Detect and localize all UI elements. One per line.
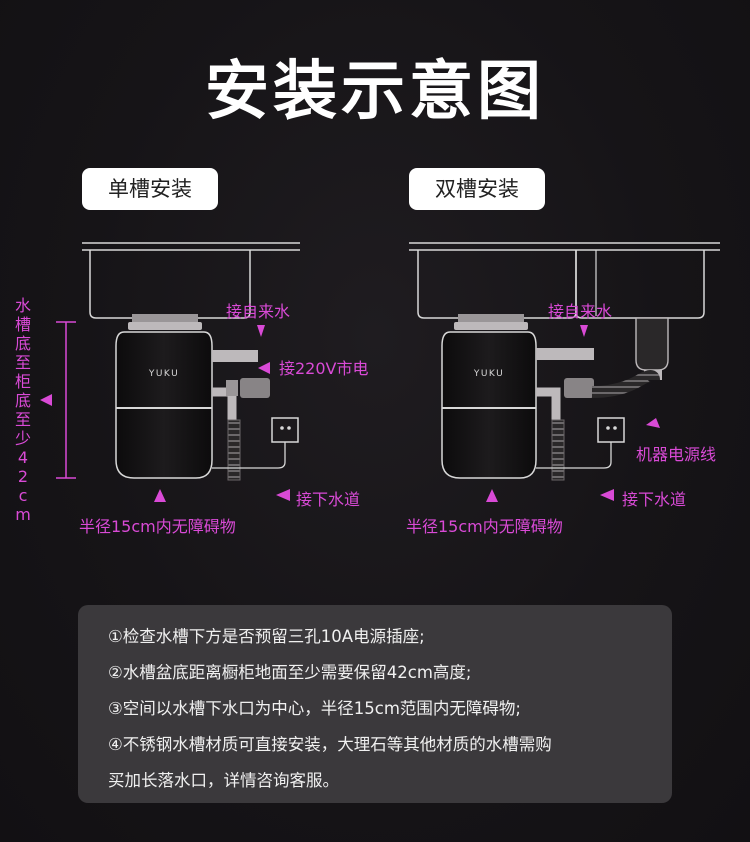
note-item: ②水槽盆底距离橱柜地面至少需要保留42cm高度; <box>108 663 472 682</box>
power-socket <box>271 417 299 443</box>
valve-fitting <box>240 378 270 398</box>
vlabel-char: 少 <box>14 429 31 448</box>
arrow-down-icon <box>580 325 588 337</box>
valve-fitting <box>564 378 594 398</box>
second-drain-basket <box>635 317 669 371</box>
corrugated-connector <box>591 370 660 398</box>
single-sink-diagram: YUKU <box>40 242 300 502</box>
tab-single-sink[interactable]: 单槽安装 <box>82 168 218 210</box>
power-cable <box>212 442 286 469</box>
mount-ring <box>128 322 202 330</box>
brand-logo: YUKU <box>473 369 504 379</box>
discharge-pipe <box>536 387 561 420</box>
arrow-up-icon <box>154 489 166 502</box>
drain-hose <box>227 419 241 481</box>
vlabel-char: 底 <box>14 334 31 353</box>
vlabel-char: 水 <box>14 296 31 315</box>
tab-double-sink[interactable]: 双槽安装 <box>409 168 545 210</box>
drain-hose <box>551 419 565 481</box>
label-clearance: 半径15cm内无障碍物 <box>79 517 236 536</box>
height-requirement-label: 水 槽 底 至 柜 底 至 少 4 2 c m <box>12 296 34 524</box>
disposer-body <box>115 331 213 479</box>
label-water-inlet: 接自来水 <box>226 302 291 321</box>
label-water-inlet: 接自来水 <box>548 302 613 321</box>
vlabel-char: 至 <box>14 410 31 429</box>
water-inlet-pipe <box>212 350 258 362</box>
water-inlet-pipe <box>536 348 594 360</box>
double-sink-diagram: YUKU <box>409 242 720 502</box>
mount-ring <box>454 322 528 330</box>
note-item: 买加长落水口，详情咨询客服。 <box>108 771 339 790</box>
disposer-body <box>441 331 537 479</box>
arrow-left-icon <box>40 394 52 406</box>
vlabel-char: m <box>15 505 31 524</box>
vlabel-char: 至 <box>14 353 31 372</box>
page-title: 安装示意图 <box>205 55 545 129</box>
label-drain: 接下水道 <box>622 490 687 509</box>
vlabel-char: c <box>18 486 28 505</box>
arrow-down-icon <box>257 325 265 337</box>
arrow-up-icon <box>486 489 498 502</box>
installation-notes-panel: ①检查水槽下方是否预留三孔10A电源插座; ②水槽盆底距离橱柜地面至少需要保留4… <box>78 605 672 803</box>
arrow-icon <box>646 418 660 428</box>
discharge-pipe <box>212 387 237 420</box>
vlabel-char: 底 <box>14 391 31 410</box>
note-item: ④不锈钢水槽材质可直接安装，大理石等其他材质的水槽需购 <box>108 735 552 754</box>
vlabel-char: 柜 <box>14 372 31 391</box>
drain-flange <box>458 314 524 322</box>
label-power: 接220V市电 <box>279 359 369 378</box>
arrow-left-icon <box>276 489 290 501</box>
drain-flange <box>132 314 198 322</box>
vlabel-char: 槽 <box>14 315 31 334</box>
note-item: ③空间以水槽下水口为中心，半径15cm范围内无障碍物; <box>108 699 521 718</box>
power-cable <box>536 442 612 469</box>
note-item: ①检查水槽下方是否预留三孔10A电源插座; <box>108 627 425 646</box>
pipe-nut <box>226 380 238 396</box>
arrow-left-icon <box>600 489 614 501</box>
installation-diagram: YUKU <box>40 242 720 502</box>
label-clearance: 半径15cm内无障碍物 <box>406 517 563 536</box>
power-socket <box>597 417 625 443</box>
arrow-left-icon <box>258 362 270 374</box>
brand-logo: YUKU <box>148 369 179 379</box>
vlabel-char: 4 <box>17 448 29 467</box>
label-machine-power-cord: 机器电源线 <box>636 445 717 464</box>
label-drain: 接下水道 <box>296 490 361 509</box>
vlabel-char: 2 <box>17 467 29 486</box>
